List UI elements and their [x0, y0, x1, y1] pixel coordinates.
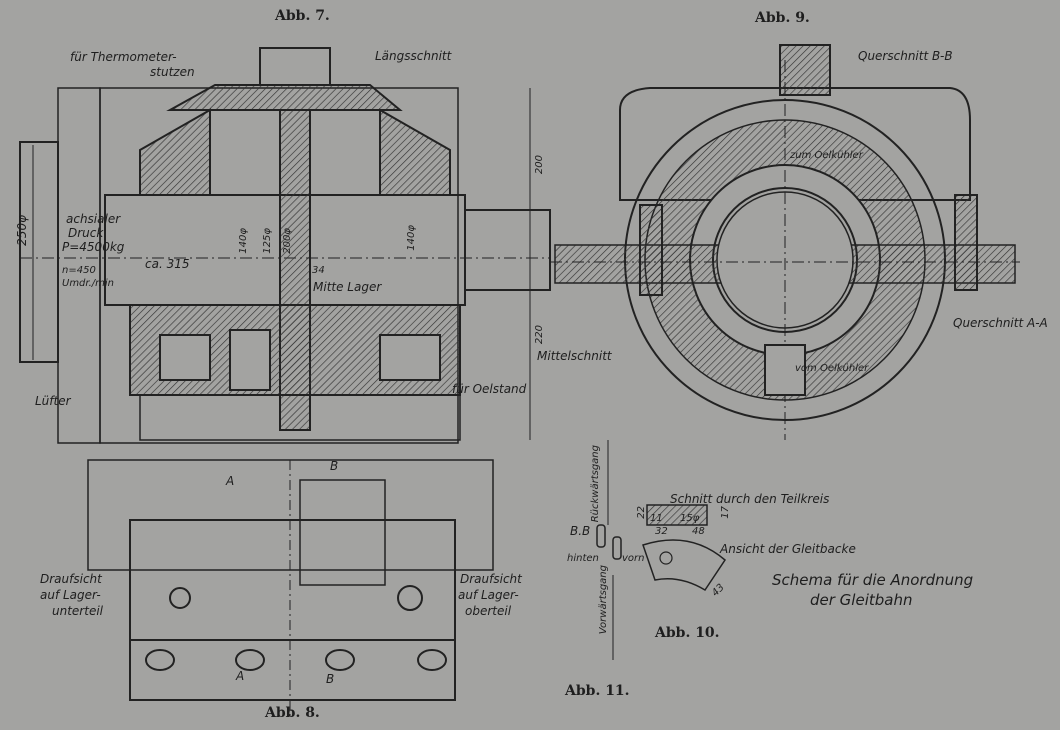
- label-hinten: hinten: [567, 553, 599, 564]
- label-vorn: vorn: [622, 553, 645, 564]
- label-axial-2: Druck: [68, 226, 104, 240]
- label-mittelschnitt: Mittelschnitt: [537, 349, 612, 363]
- dim-32: 32: [655, 526, 668, 537]
- caption-abb7: Abb. 7.: [275, 8, 330, 24]
- label-rueckwaertsgang: Rückwärtsgang: [590, 445, 601, 523]
- abb9-cross-section: [550, 44, 1020, 440]
- label-mitte-lager: Mitte Lager: [313, 280, 382, 294]
- label-schema-1: Schema für die Anordnung: [772, 571, 974, 589]
- label-section-a-bottom: A: [236, 669, 245, 683]
- label-vorwaertsgang: Vorwärtsgang: [598, 565, 609, 635]
- label-draufsicht-left-1: Draufsicht: [40, 572, 102, 586]
- label-axial-3: P=4500kg: [62, 240, 125, 254]
- label-rpm-1: n=450: [62, 265, 96, 276]
- label-schnitt-teilkreis: Schnitt durch den Teilkreis: [670, 492, 830, 506]
- caption-abb10: Abb. 10.: [655, 625, 720, 641]
- caption-abb8: Abb. 8.: [265, 705, 320, 721]
- label-oelstand: für Oelstand: [452, 382, 527, 396]
- label-thermometer-2: stutzen: [150, 65, 195, 79]
- label-thermometer: für Thermometer-: [70, 50, 177, 64]
- label-bb: B.B: [570, 524, 591, 538]
- label-laengsschnitt: Längsschnitt: [375, 49, 452, 63]
- label-draufsicht-left-2: auf Lager-: [40, 588, 101, 602]
- label-vom-oelkuehler: vom Oelkühler: [795, 363, 869, 374]
- dim-11: 11: [650, 513, 663, 524]
- dim-140a: 140φ: [238, 228, 249, 254]
- dim-125: 125φ: [262, 228, 273, 254]
- abb7-longitudinal-section: [19, 47, 551, 444]
- label-schema-2: der Gleitbahn: [810, 591, 913, 609]
- label-rpm-2: Umdr./min: [62, 278, 115, 289]
- label-section-b-bottom: B: [326, 672, 335, 686]
- label-draufsicht-left-3: unterteil: [52, 604, 103, 618]
- abb8-plan-view: [87, 459, 494, 720]
- label-draufsicht-right-2: auf Lager-: [458, 588, 519, 602]
- dim-48: 48: [692, 526, 705, 537]
- label-section-b-top: B: [330, 459, 339, 473]
- label-ansicht-gleitbacke: Ansicht der Gleitbacke: [720, 542, 856, 556]
- caption-abb9: Abb. 9.: [755, 10, 810, 26]
- label-axial-1: achsialer: [66, 212, 121, 226]
- label-querschnitt-bb: Querschnitt B-B: [858, 49, 953, 63]
- dim-22: 22: [636, 506, 647, 519]
- dim-h200: 200: [534, 155, 545, 175]
- label-zum-oelkuehler: zum Oelkühler: [790, 150, 863, 161]
- dim-200: 200φ: [282, 228, 293, 254]
- label-section-a-top: A: [226, 474, 235, 488]
- dim-15: 15φ: [680, 513, 700, 524]
- label-draufsicht-right-3: oberteil: [465, 604, 512, 618]
- dim-ca315: ca. 315: [145, 257, 190, 271]
- dim-34: 34: [312, 265, 325, 276]
- dim-17: 17: [720, 506, 731, 519]
- label-luefter: Lüfter: [35, 394, 71, 408]
- abb10-abb11-sketch: [596, 440, 726, 660]
- dim-250: 250φ: [15, 215, 29, 246]
- caption-abb11: Abb. 11.: [565, 683, 630, 699]
- dim-h220: 220: [534, 325, 545, 345]
- label-querschnitt-aa: Querschnitt A-A: [953, 316, 1048, 330]
- label-draufsicht-right-1: Draufsicht: [460, 572, 522, 586]
- dim-140b: 140φ: [406, 225, 417, 251]
